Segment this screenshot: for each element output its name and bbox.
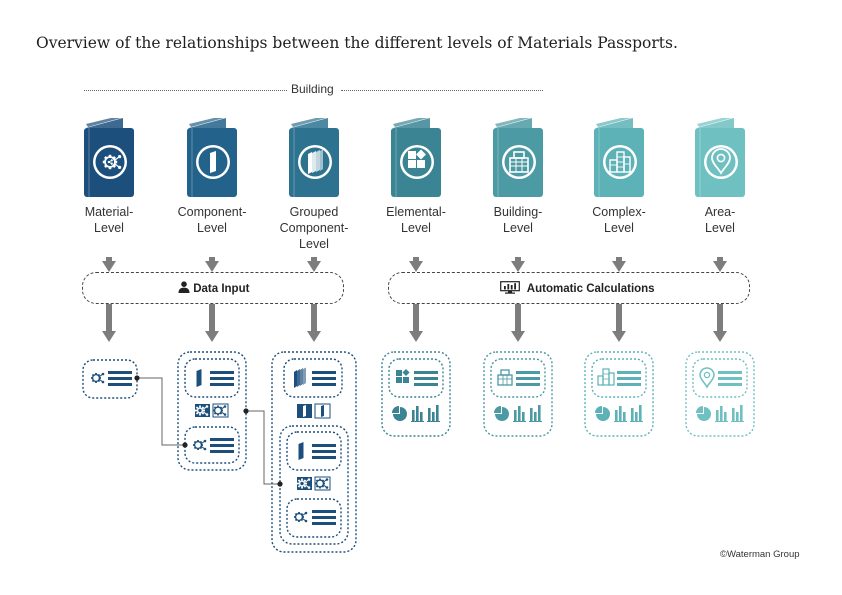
- material-level-card: [82, 359, 138, 399]
- calc-card-1: [381, 351, 451, 437]
- arrow-to-card-1: [102, 304, 116, 342]
- passport-book-7: [695, 118, 745, 197]
- arrow-to-card-4: [409, 304, 423, 342]
- arrow-to-card-7: [713, 304, 727, 342]
- level-label-line: Level: [604, 221, 634, 235]
- passport-book-1: [84, 118, 134, 197]
- panel-icon: [210, 151, 216, 173]
- skyline-icon: [609, 151, 631, 173]
- calc-subcard-2: [490, 358, 546, 398]
- level-label-line: Level: [503, 221, 533, 235]
- passport-book-5: [493, 118, 543, 197]
- page-title: Overview of the relationships between th…: [36, 34, 678, 52]
- level-label-line: Level: [401, 221, 431, 235]
- level-label-line: Material-: [84, 205, 134, 219]
- automatic-calculations-label-wrap: Automatic Calculations: [500, 281, 655, 295]
- arrow-to-group-7: [713, 257, 727, 272]
- copyright: ©Waterman Group: [720, 549, 800, 560]
- component-material-subcard: [184, 426, 240, 464]
- level-label-line: Area-: [704, 205, 736, 219]
- grouped-component-level-card: [271, 351, 357, 553]
- monitor-chart-icon: [500, 281, 520, 294]
- arrow-to-group-4: [409, 257, 423, 272]
- level-label-4: Elemental- Level: [361, 204, 471, 236]
- passport-book-2: [187, 118, 237, 197]
- calc-card-2: [483, 351, 553, 437]
- level-label-7: Area- Level: [665, 204, 775, 236]
- passport-book-6: [594, 118, 644, 197]
- automatic-calculations-label: Automatic Calculations: [526, 283, 655, 295]
- level-label-2: Component- Level: [157, 204, 267, 236]
- level-label-line: Component-: [279, 221, 349, 235]
- data-input-label: Data Input: [193, 283, 250, 295]
- grouped-component-subcard: [279, 425, 349, 545]
- automatic-calculations-group: [388, 272, 750, 304]
- calc-subcard-1: [388, 358, 444, 398]
- grouped-material-subcard: [286, 498, 342, 538]
- level-label-line: Complex-: [592, 205, 646, 219]
- level-label-1: Material- Level: [54, 204, 164, 236]
- level-label-line: Level: [94, 221, 124, 235]
- calc-card-4: [685, 351, 755, 437]
- passport-book-3: [289, 118, 339, 197]
- building-scope-label: Building: [291, 82, 334, 96]
- arrow-to-card-2: [205, 304, 219, 342]
- arrow-to-group-5: [511, 257, 525, 272]
- arrow-to-group-3: [307, 257, 321, 272]
- level-label-5: Building- Level: [463, 204, 573, 236]
- grouped-stacked-subcard: [283, 358, 343, 398]
- level-label-line: Level: [299, 237, 329, 251]
- arrow-to-group-1: [102, 257, 116, 272]
- level-label-line: Level: [705, 221, 735, 235]
- building-icon: [509, 151, 529, 173]
- gear-share-icon: [102, 154, 122, 170]
- passport-book-4: [391, 118, 441, 197]
- stacked-panels-icon: [308, 149, 323, 174]
- user-icon: [178, 281, 190, 293]
- arrow-to-group-2: [205, 257, 219, 272]
- level-label-line: Grouped: [289, 205, 339, 219]
- level-label-line: Level: [197, 221, 227, 235]
- arrow-to-card-3: [307, 304, 321, 342]
- location-pin-icon: [711, 148, 731, 175]
- calc-card-3: [584, 351, 654, 437]
- level-label-line: Component-: [177, 205, 247, 219]
- data-input-group: [82, 272, 344, 304]
- level-label-line: Building-: [493, 205, 543, 219]
- level-label-6: Complex- Level: [564, 204, 674, 236]
- arrow-to-card-6: [612, 304, 626, 342]
- calc-subcard-4: [692, 358, 748, 398]
- component-panel-subcard: [184, 358, 240, 398]
- calc-subcard-3: [591, 358, 647, 398]
- level-label-line: Elemental-: [386, 205, 446, 219]
- arrow-to-group-6: [612, 257, 626, 272]
- building-scope-line-right: [341, 90, 543, 91]
- arrow-to-card-5: [511, 304, 525, 342]
- building-scope-line-left: [84, 90, 287, 91]
- grouped-panel-subcard: [286, 431, 342, 471]
- data-input-label-wrap: Data Input: [178, 281, 249, 295]
